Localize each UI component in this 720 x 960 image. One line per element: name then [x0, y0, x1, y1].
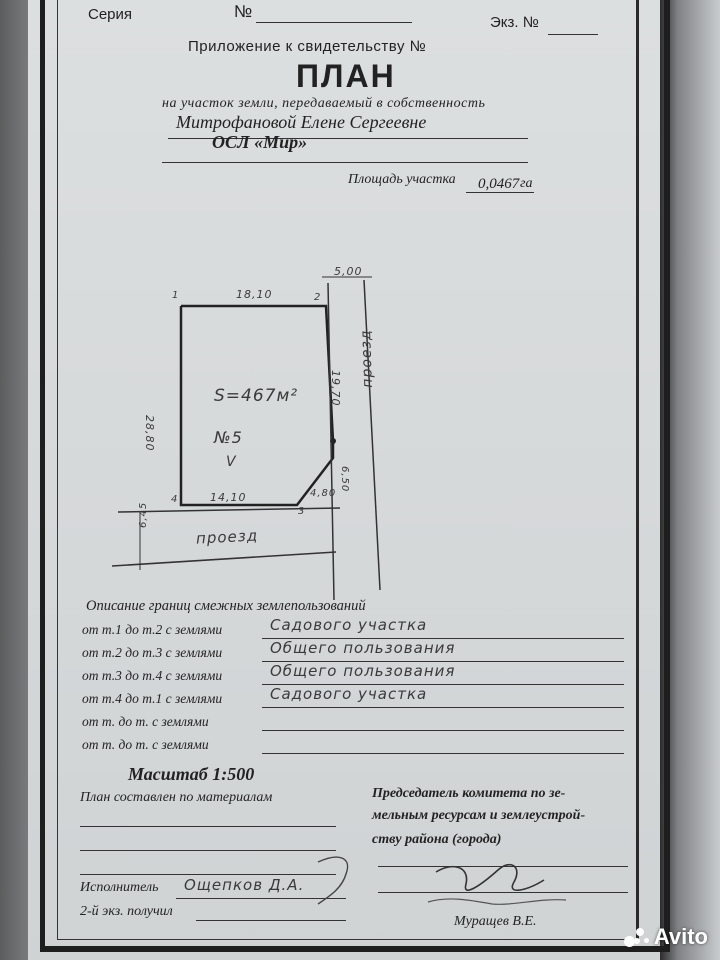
- plan-source-line-1: [80, 826, 336, 827]
- chairman-line-3: ству района (города): [372, 832, 502, 847]
- point-2: 2: [314, 292, 322, 303]
- border-row-line: [262, 638, 624, 639]
- border-row-value: Садового участка: [270, 616, 428, 634]
- border-row-label: от т.2 до т.3 с землями: [82, 645, 223, 660]
- road-bottom-lower-line: [111, 551, 337, 567]
- area-label: Площадь участка: [348, 172, 456, 187]
- road-bottom-upper-line: [117, 507, 341, 513]
- document-title: ПЛАН: [296, 58, 396, 94]
- plot-number: №5: [214, 428, 243, 447]
- border-row-value: Садового участка: [270, 685, 428, 703]
- border-row-line: [262, 684, 624, 685]
- border-row-line: [262, 753, 624, 754]
- avito-watermark: Avito: [623, 924, 708, 950]
- executor-signature: [317, 856, 349, 905]
- copy-label: Экз. №: [490, 14, 539, 31]
- number-label: №: [234, 2, 253, 21]
- owner-line: [168, 138, 528, 139]
- plan-source-line-2: [80, 850, 336, 851]
- block-number: V: [226, 454, 237, 470]
- plot-boundary: [179, 304, 335, 507]
- area-unit: га: [520, 176, 533, 191]
- signer-name: Муращев В.Е.: [454, 914, 537, 929]
- second-copy-line: [196, 920, 346, 921]
- document-sheet: [28, 0, 668, 960]
- chairman-signature: [435, 864, 545, 891]
- border-row-value: Общего пользования: [270, 639, 456, 657]
- border-row-label: от т.1 до т.2 с землями: [82, 622, 223, 637]
- road-right-outer-line: [363, 279, 381, 591]
- second-copy-label: 2-й экз. получил: [80, 904, 173, 919]
- border-row-label: от т. до т. с землями: [82, 714, 209, 729]
- point-1: 1: [172, 290, 180, 301]
- plan-source-line-3: [80, 874, 336, 875]
- road-right-inner-line: [327, 282, 335, 601]
- border-row-label: от т.3 до т.4 с землями: [82, 668, 223, 683]
- avito-watermark-text: Avito: [653, 924, 708, 949]
- point-4: 4: [171, 494, 179, 505]
- border-row-line: [262, 661, 624, 662]
- executor-label: Исполнитель: [80, 880, 159, 895]
- dim-bottom: 14,10: [210, 491, 247, 504]
- border-row-value: Общего пользования: [270, 662, 456, 680]
- chairman-signature-underline: [427, 898, 567, 905]
- border-row-line: [262, 730, 624, 731]
- border-row-line: [262, 707, 624, 708]
- organization: ОСЛ «Мир»: [212, 132, 308, 152]
- area-value: 0,0467: [478, 176, 520, 192]
- plan-source-label: План составлен по материалам: [80, 790, 273, 805]
- borders-title: Описание границ смежных землепользований: [86, 598, 366, 614]
- organization-line: [162, 162, 528, 163]
- dim-top: 18,10: [236, 288, 273, 301]
- outer-frame: [40, 0, 670, 952]
- border-row-label: от т.4 до т.1 с землями: [82, 691, 223, 706]
- point-3: 3: [298, 506, 306, 517]
- avito-logo-icon: [623, 926, 650, 948]
- series-label: Серия: [88, 6, 133, 23]
- annex-title: Приложение к свидетельству №: [188, 38, 427, 55]
- copy-line: [548, 34, 598, 35]
- chairman-line-1: Председатель комитета по зе-: [372, 786, 566, 801]
- document-subtitle: на участок земли, передаваемый в собстве…: [162, 96, 486, 111]
- area-line: [466, 192, 534, 193]
- chairman-line-2: мельным ресурсам и землеустрой-: [372, 808, 586, 823]
- owner-name: Митрофановой Елене Сергеевне: [176, 112, 427, 132]
- dim-corner: 4,80: [310, 488, 337, 499]
- plot-area-text: S=467м²: [214, 386, 299, 406]
- executor-line: [176, 898, 346, 899]
- background-right: [660, 0, 720, 960]
- chairman-sign-line-2: [378, 892, 628, 893]
- border-row-label: от т. до т. с землями: [82, 737, 209, 752]
- number-line: [256, 22, 412, 23]
- executor-value: Ощепков Д.А.: [184, 876, 305, 894]
- inner-frame: [57, 0, 639, 940]
- scale-label: Масштаб 1:500: [128, 764, 255, 784]
- dim-road-width: 5,00: [334, 265, 363, 278]
